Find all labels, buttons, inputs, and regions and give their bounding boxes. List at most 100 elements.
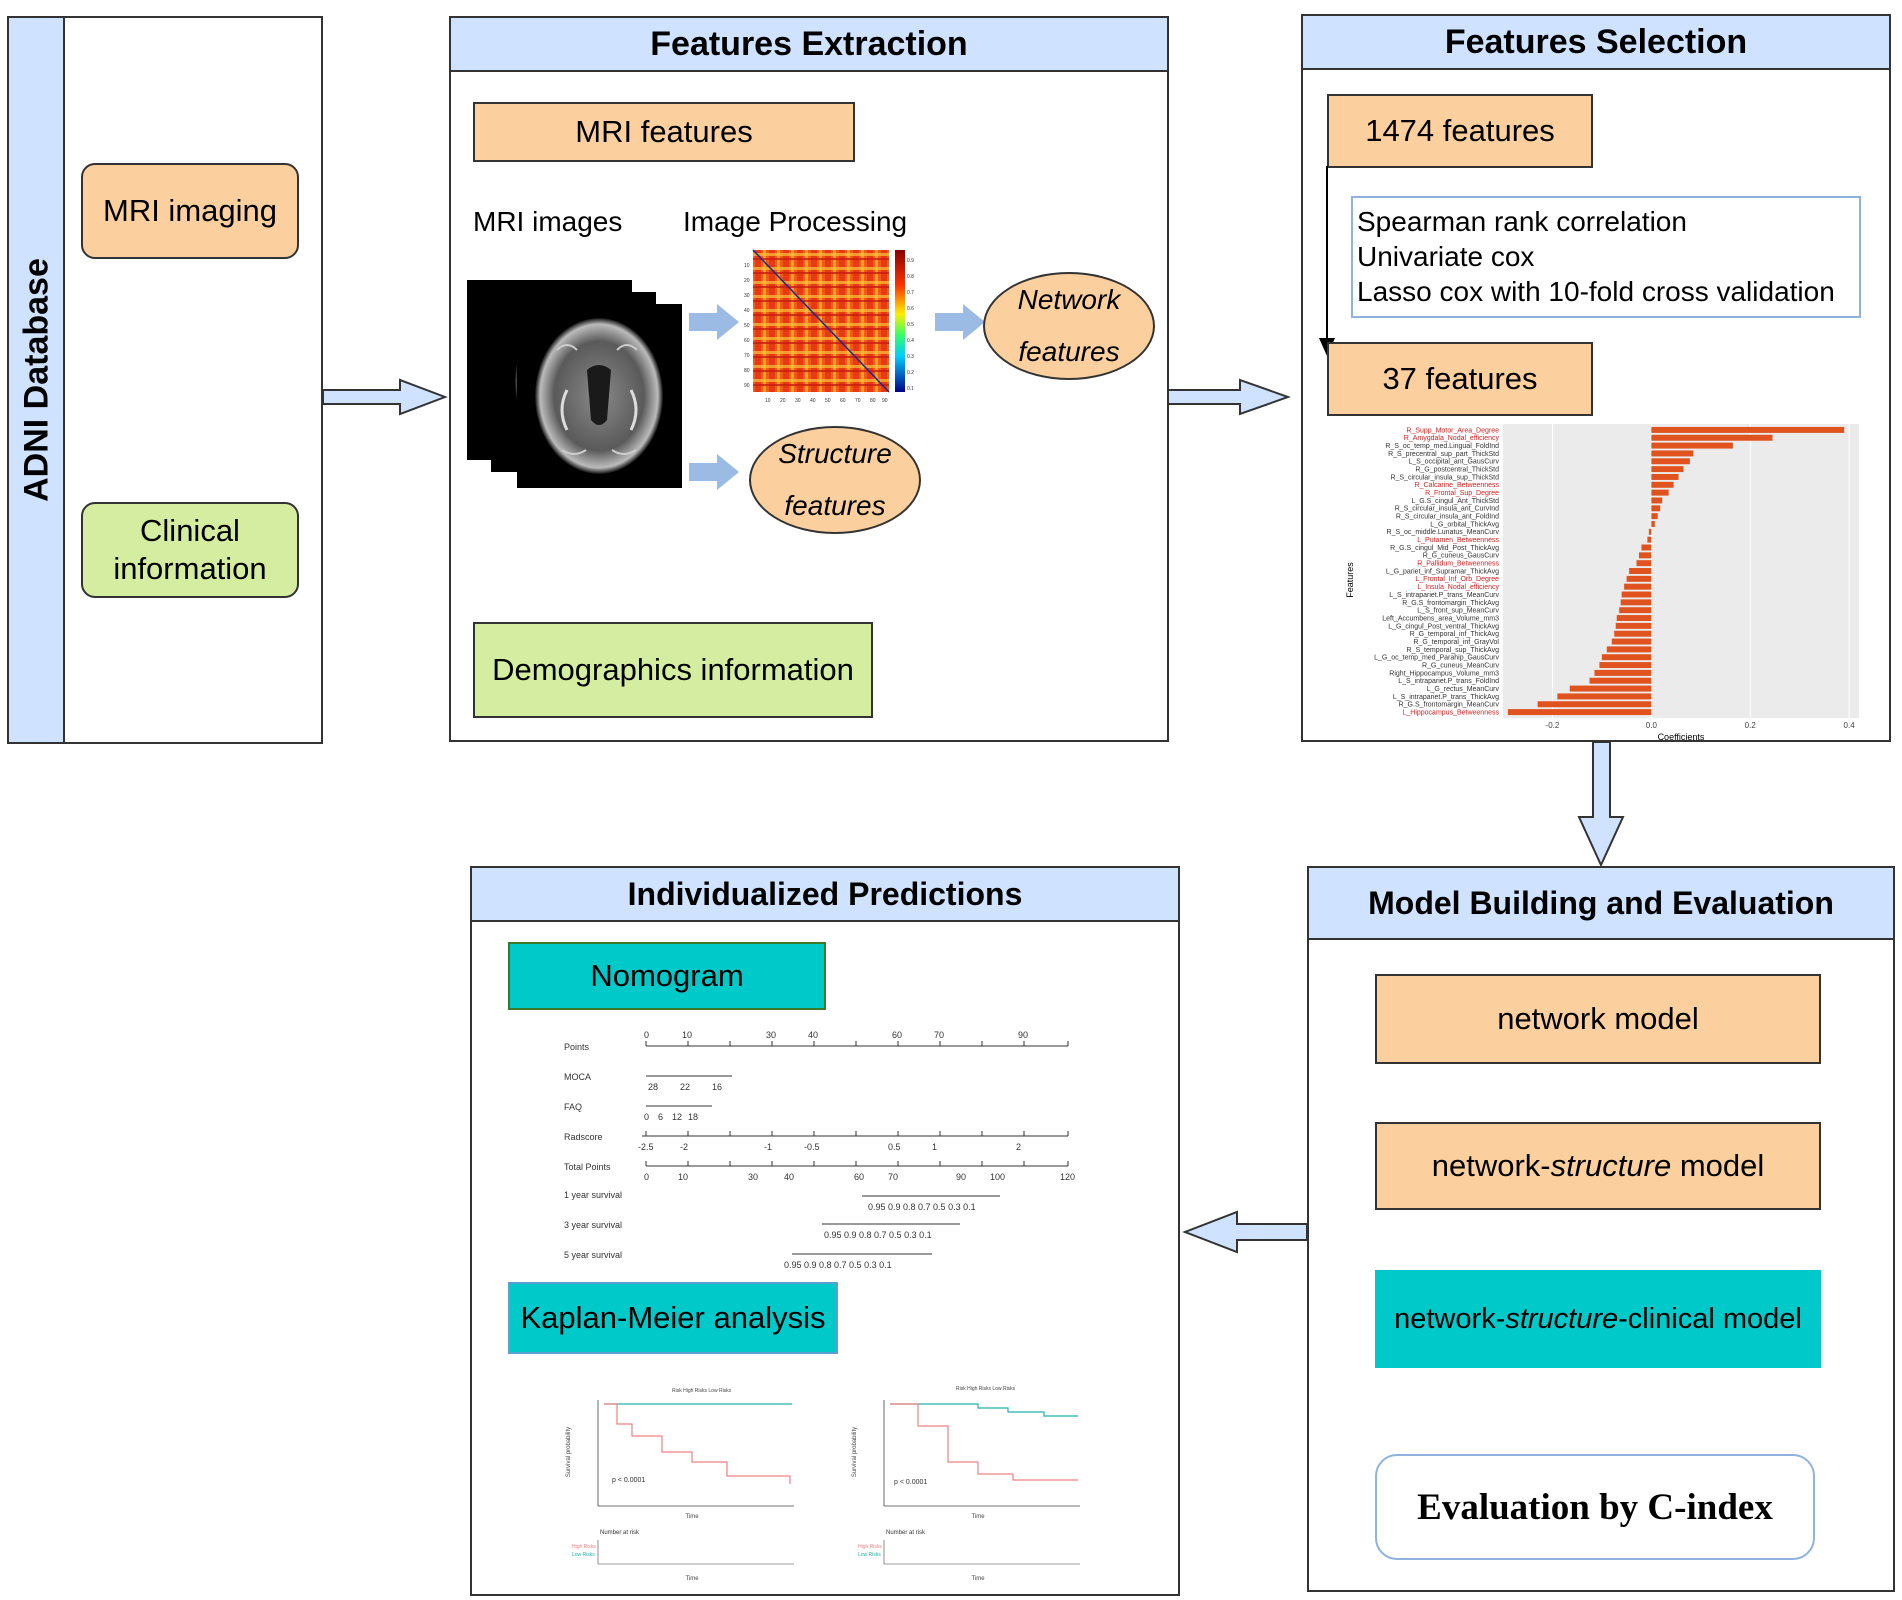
coef-bar xyxy=(1569,685,1652,692)
feature-label: R_S_oc_temp_med.Lingual_FoldInd xyxy=(1385,443,1499,450)
network-features-oval: Network features xyxy=(983,272,1155,380)
feature-label: L_G_cingul_Post_ventral_ThickAvg xyxy=(1388,623,1499,630)
colorbar-tick: 0.3 xyxy=(907,354,914,360)
feature-label: R_G_cuneus_GausCurv xyxy=(1423,553,1500,560)
km-x-label: Time xyxy=(685,1514,699,1520)
svg-text:0.5: 0.5 xyxy=(888,1142,901,1152)
svg-text:18: 18 xyxy=(688,1112,698,1122)
nsc-model-c: -clinical model xyxy=(1618,1302,1802,1335)
svg-text:30: 30 xyxy=(766,1030,776,1040)
matrix-x-tick: 80 xyxy=(870,398,876,404)
feature-label: R_Calcarine_Betweenness xyxy=(1415,482,1500,489)
coef-bar xyxy=(1624,583,1652,590)
matrix-y-tick: 10 xyxy=(744,263,750,269)
feature-label: L_S_intrapariet.P_trans_ThickAvg xyxy=(1393,694,1499,701)
km-risk-title: Number at risk xyxy=(886,1530,926,1536)
mri-imaging-label: MRI imaging xyxy=(103,193,277,228)
matrix-y-tick: 40 xyxy=(744,308,750,314)
coef-bar xyxy=(1601,654,1652,661)
structure-label-1: Structure xyxy=(778,438,892,469)
feature-label: L_G.S_cingul_Ant_ThickStd xyxy=(1411,498,1499,505)
coef-bar xyxy=(1606,646,1652,653)
extraction-header: Features Extraction xyxy=(451,18,1167,72)
coef-bar xyxy=(1651,450,1694,457)
method-univariate: Univariate cox xyxy=(1357,241,1535,272)
features-end-box: 37 features xyxy=(1327,342,1593,416)
matrix-x-tick: 10 xyxy=(765,398,771,404)
connectivity-matrix: 10 20 30 40 50 60 70 80 90 10 20 30 40 5… xyxy=(744,249,914,404)
feature-label: R_G.S_frontomargin_ThickAvg xyxy=(1402,600,1499,607)
evaluation-label: Evaluation by C-index xyxy=(1417,1486,1773,1528)
coef-bar xyxy=(1599,662,1652,669)
matrix-y-tick: 60 xyxy=(744,338,750,344)
chart-y-label: Features xyxy=(1345,562,1355,598)
coef-bar xyxy=(1651,481,1674,488)
features-start-box: 1474 features xyxy=(1327,94,1593,168)
network-structure-clinical-box: network-structure-clinical model xyxy=(1375,1270,1821,1368)
clinical-label-2: information xyxy=(113,551,267,586)
nomo-row-label: Radscore xyxy=(564,1132,603,1142)
svg-text:10: 10 xyxy=(678,1172,688,1182)
svg-text:0.95 0.9 0.8 0.7 0.5 0.3: 0.95 0.9 0.8 0.7 0.5 0.3 0.1 xyxy=(784,1260,892,1268)
km-risk-high: High Risks xyxy=(858,1544,882,1550)
matrix-y-tick: 90 xyxy=(744,383,750,389)
coef-bar xyxy=(1626,575,1652,582)
feature-label: R_G.S_cingul_Mid_Post_ThickAvg xyxy=(1390,545,1499,552)
colorbar-tick: 0.4 xyxy=(907,338,914,344)
svg-text:70: 70 xyxy=(888,1172,898,1182)
feature-label: L_S_front_sup_MeanCurv xyxy=(1417,608,1499,615)
structure-label-2: features xyxy=(784,490,886,521)
nomo-row-label: Total Points xyxy=(564,1162,611,1172)
feature-label: R_Frontal_Sup_Degree xyxy=(1425,490,1499,497)
mri-imaging-box: MRI imaging xyxy=(81,163,299,259)
svg-text:-0.5: -0.5 xyxy=(804,1142,820,1152)
svg-text:-2.5: -2.5 xyxy=(638,1142,654,1152)
km-box: Kaplan-Meier analysis xyxy=(508,1282,838,1354)
svg-text:40: 40 xyxy=(784,1172,794,1182)
km-risk-x-label: Time xyxy=(971,1576,985,1582)
colorbar-tick: 0.8 xyxy=(907,274,914,280)
features-start-label: 1474 features xyxy=(1365,113,1555,148)
coef-bar xyxy=(1615,622,1652,629)
colorbar-tick: 0.6 xyxy=(907,306,914,312)
matrix-y-tick: 80 xyxy=(744,368,750,374)
svg-text:100: 100 xyxy=(990,1172,1005,1182)
km-label: Kaplan-Meier analysis xyxy=(520,1300,826,1335)
model-panel: Model Building and Evaluation network mo… xyxy=(1307,866,1895,1592)
feature-label: R_S_circular_insula_sup_ThickStd xyxy=(1390,474,1499,481)
arrow-images-to-structure xyxy=(689,454,739,490)
nsc-model-b: structure xyxy=(1505,1302,1619,1335)
network-label-2: features xyxy=(1018,336,1120,367)
svg-text:30: 30 xyxy=(748,1172,758,1182)
feature-label: L_Putamen_Betweenness xyxy=(1417,537,1499,544)
predictions-header: Individualized Predictions xyxy=(472,868,1178,922)
network-label-1: Network xyxy=(1017,284,1121,315)
svg-text:10: 10 xyxy=(682,1030,692,1040)
coef-bar xyxy=(1507,709,1652,716)
coef-bar xyxy=(1651,466,1684,473)
km-high-risk-curve xyxy=(604,1403,791,1484)
method-spearman: Spearman rank correlation xyxy=(1357,206,1687,237)
coef-bar xyxy=(1594,669,1652,676)
feature-label: R_S_circular_insula_ant_FoldInd xyxy=(1396,514,1499,521)
km-p-value: p < 0.0001 xyxy=(612,1477,645,1484)
evaluation-box: Evaluation by C-index xyxy=(1375,1454,1815,1560)
feature-label: R_S_oc_middle.Lunatus_MeanCurv xyxy=(1387,529,1500,536)
selection-panel: Features Selection 1474 features Spearma… xyxy=(1301,14,1891,742)
nomo-row-label: MOCA xyxy=(564,1072,591,1082)
feature-label: R_S_precentral_sup_part_ThickStd xyxy=(1388,451,1499,458)
coef-bar xyxy=(1651,473,1679,480)
svg-text:90: 90 xyxy=(1018,1030,1028,1040)
feature-label: R_G.S_frontomargin_MeanCurv xyxy=(1399,702,1500,709)
feature-label: R_G_temporal_inf_GrayVol xyxy=(1413,639,1499,646)
colorbar-tick: 0.5 xyxy=(907,322,914,328)
feature-label: R_S_circular_insula_ant_CurvInd xyxy=(1395,506,1499,513)
method-lasso: Lasso cox with 10-fold cross validation xyxy=(1357,276,1835,307)
arrow-images-to-matrix xyxy=(689,304,739,340)
matrix-x-tick: 30 xyxy=(795,398,801,404)
km-risk-low: Low Risks xyxy=(858,1552,881,1558)
svg-text:28: 28 xyxy=(648,1082,658,1092)
feature-label: R_Pallidum_Betweenness xyxy=(1417,561,1499,568)
km-low-risk-curve xyxy=(890,1403,1078,1417)
